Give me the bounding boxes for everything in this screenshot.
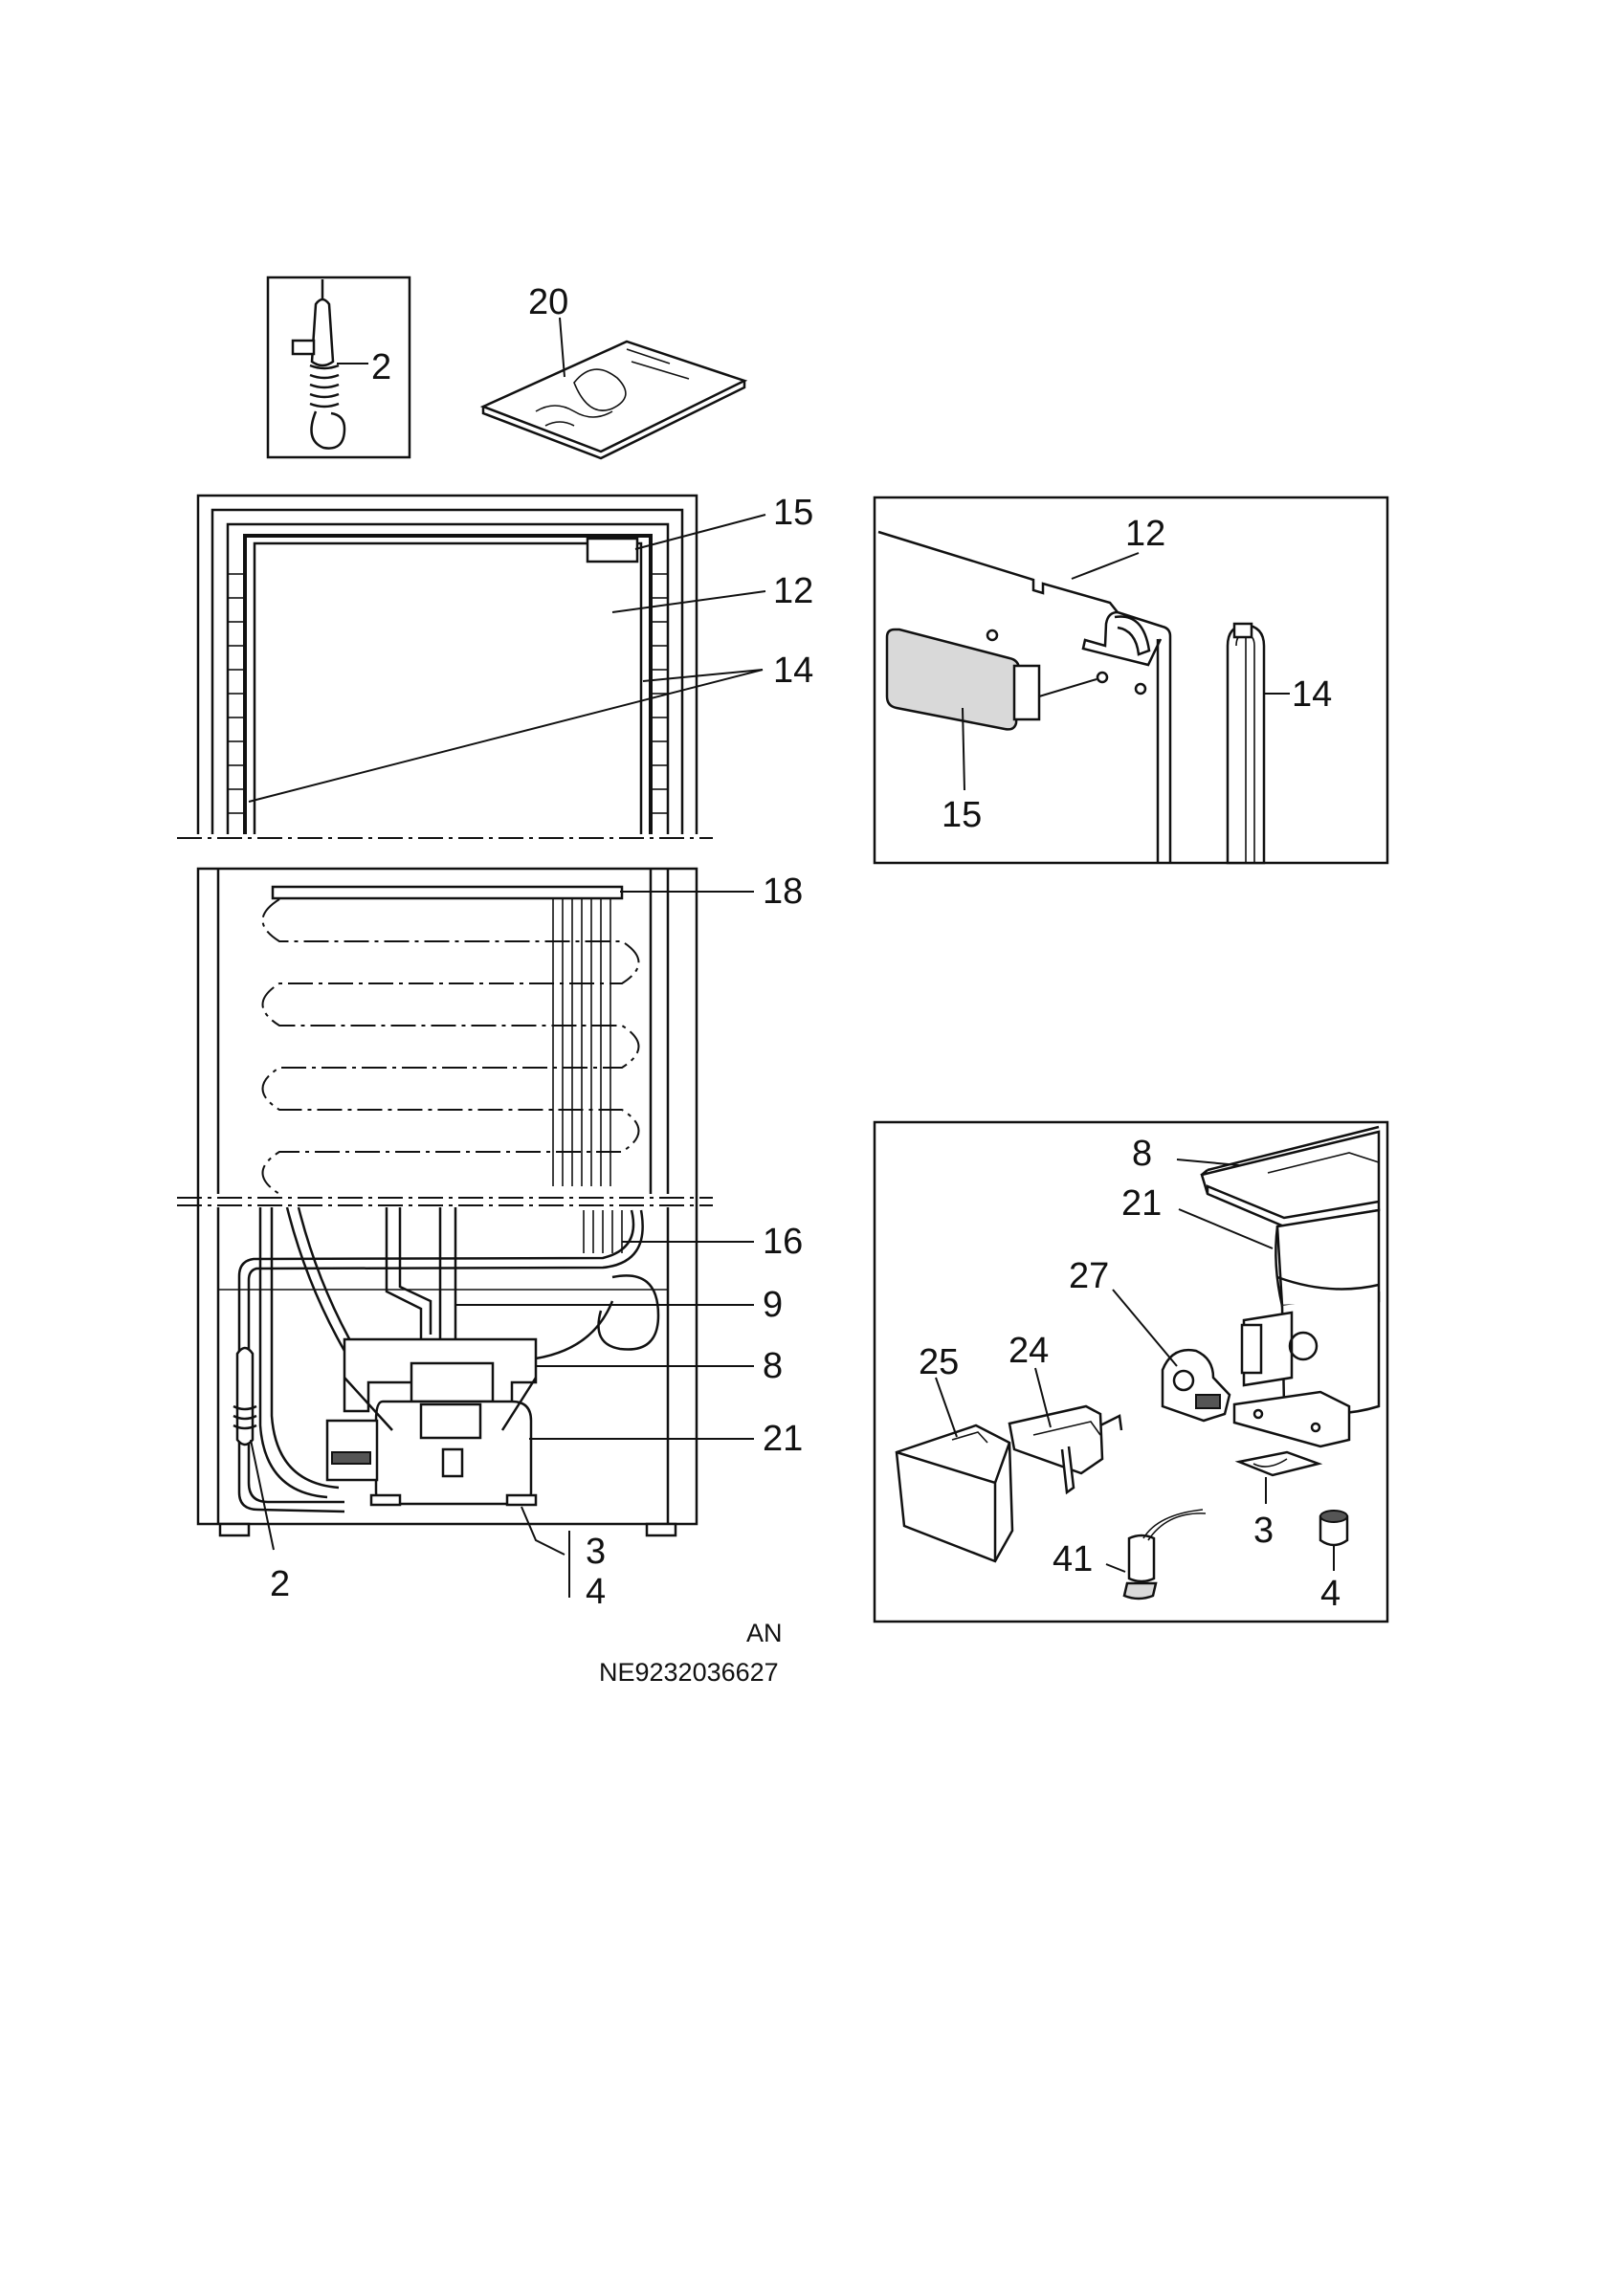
callout-21-detail: 21 bbox=[1121, 1183, 1162, 1224]
callout-2-bottom: 2 bbox=[270, 1564, 290, 1604]
callout-16: 16 bbox=[763, 1222, 803, 1262]
diagram-code: NE9232036627 bbox=[599, 1658, 779, 1687]
callout-18: 18 bbox=[763, 872, 803, 912]
callout-21-main: 21 bbox=[763, 1419, 803, 1459]
language-code: AN bbox=[746, 1619, 783, 1647]
callout-2-top: 2 bbox=[371, 347, 391, 387]
instruction-booklet: 20 bbox=[479, 282, 748, 460]
callout-12-main: 12 bbox=[773, 571, 813, 611]
callout-25: 25 bbox=[919, 1342, 959, 1382]
cabinet-lower: 18 16 9 8 21 3 4 2 bbox=[177, 867, 803, 1612]
callout-15-main: 15 bbox=[773, 493, 813, 533]
callout-41: 41 bbox=[1053, 1539, 1093, 1579]
door-detail-box: 12 14 15 bbox=[873, 496, 1389, 865]
callout-3-main: 3 bbox=[586, 1532, 606, 1572]
callout-14-detail: 14 bbox=[1292, 674, 1332, 715]
callout-15-detail: 15 bbox=[942, 795, 982, 835]
sensor-inset: 2 bbox=[266, 276, 411, 459]
callout-8-detail: 8 bbox=[1132, 1134, 1152, 1174]
compressor-detail-box: 8 21 27 24 25 3 41 4 bbox=[873, 1120, 1389, 1623]
callout-9: 9 bbox=[763, 1285, 783, 1325]
callout-8-main: 8 bbox=[763, 1346, 783, 1386]
cabinet-upper: 15 12 14 bbox=[177, 493, 813, 839]
callout-4-detail: 4 bbox=[1320, 1574, 1341, 1614]
callout-24: 24 bbox=[1008, 1331, 1049, 1371]
callout-3-detail: 3 bbox=[1253, 1511, 1274, 1551]
callout-14-main: 14 bbox=[773, 651, 813, 691]
callout-12-detail: 12 bbox=[1125, 514, 1165, 554]
callout-20: 20 bbox=[528, 282, 568, 322]
callout-27: 27 bbox=[1069, 1256, 1109, 1296]
callout-4-main: 4 bbox=[586, 1572, 606, 1612]
